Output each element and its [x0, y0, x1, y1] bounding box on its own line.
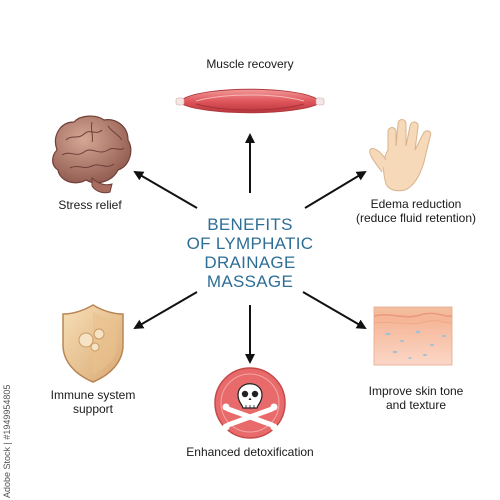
label-skin-tone: Improve skin tone and texture: [356, 384, 476, 412]
label-edema-line-1: Edema reduction: [370, 197, 462, 211]
label-stress-relief: Stress relief: [58, 198, 122, 212]
muscle-icon: [175, 88, 325, 114]
arrow-to-immune: [133, 291, 198, 330]
title-line-1: BENEFITS: [207, 215, 293, 234]
label-immune-support: Immune system support: [33, 388, 153, 416]
label-edema-line-2: (reduce fluid retention): [355, 211, 477, 225]
label-detoxification: Enhanced detoxification: [186, 445, 314, 459]
stock-id-text: Adobe Stock | #1949954805: [2, 330, 14, 500]
skin-layer-icon: [373, 306, 453, 366]
arrow-to-stress: [133, 170, 198, 209]
title-line-4: MASSAGE: [206, 272, 294, 291]
label-skin-line-1: Improve skin tone: [368, 384, 464, 398]
label-immune-line-2: support: [72, 402, 114, 416]
label-muscle-recovery: Muscle recovery: [206, 57, 294, 71]
label-skin-line-2: and texture: [385, 398, 447, 412]
hand-icon: [369, 119, 432, 192]
shield-icon: [62, 304, 124, 383]
title-line-2: OF LYMPHATIC: [186, 234, 314, 253]
arrows: [133, 133, 367, 364]
arrow-to-edema: [304, 170, 367, 209]
diagram-title: BENEFITS OF LYMPHATIC DRAINAGE MASSAGE: [150, 215, 350, 291]
title-line-3: DRAINAGE: [204, 253, 296, 272]
label-edema-reduction: Edema reduction (reduce fluid retention): [346, 197, 486, 225]
skull-crossbones-icon: [214, 367, 286, 439]
label-immune-line-1: Immune system: [50, 388, 136, 402]
brain-icon: [52, 115, 132, 194]
arrow-to-skin: [302, 291, 367, 330]
stock-id-label: Adobe Stock | #1949954805: [2, 384, 12, 498]
